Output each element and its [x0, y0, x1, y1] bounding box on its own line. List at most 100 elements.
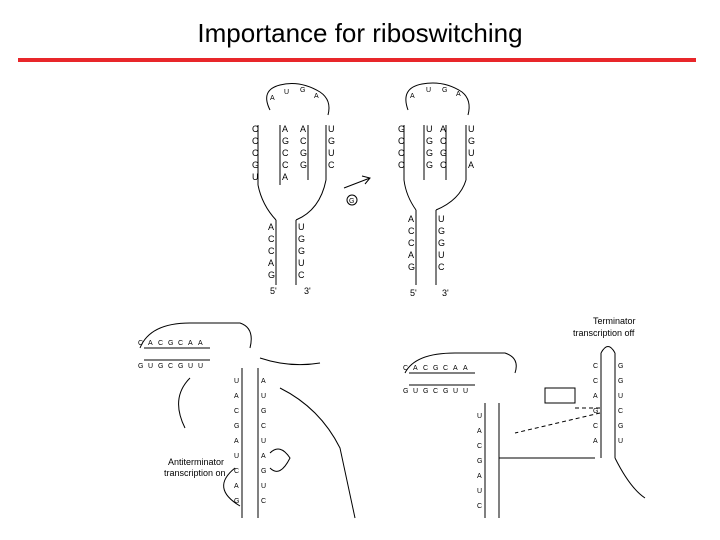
- svg-text:A: A: [456, 91, 461, 98]
- svg-text:U: U: [328, 148, 335, 158]
- svg-text:C: C: [398, 148, 405, 158]
- svg-text:C: C: [593, 363, 598, 370]
- svg-text:C: C: [261, 498, 266, 505]
- left-junction-a: [257, 184, 277, 221]
- svg-text:A: A: [413, 365, 418, 372]
- svg-text:A: A: [261, 453, 266, 460]
- antiterminator-label-2: transcription on: [164, 468, 226, 478]
- svg-text:U: U: [284, 89, 289, 96]
- svg-text:A: A: [593, 438, 598, 445]
- svg-text:C: C: [168, 363, 173, 370]
- svg-text:C: C: [440, 136, 447, 146]
- svg-text:G: G: [398, 124, 405, 134]
- svg-text:G: G: [268, 270, 275, 280]
- svg-text:G: G: [468, 136, 475, 146]
- t-terminator-loop: [600, 346, 616, 354]
- svg-text:C: C: [252, 124, 259, 134]
- svg-text:G: G: [426, 148, 433, 158]
- svg-text:G: G: [426, 160, 433, 170]
- right-arrow-icon: [343, 175, 371, 189]
- svg-text:G: G: [440, 148, 447, 158]
- svg-text:C: C: [282, 148, 289, 158]
- svg-text:G: G: [328, 136, 335, 146]
- svg-text:U: U: [477, 413, 482, 420]
- right-junction-a: [403, 179, 417, 211]
- svg-text:G: G: [618, 423, 623, 430]
- ligand-symbol: G: [349, 198, 354, 205]
- svg-text:U: U: [468, 148, 475, 158]
- t-top-loop: [404, 352, 517, 374]
- svg-text:U: U: [426, 124, 433, 134]
- svg-text:G: G: [261, 408, 266, 415]
- svg-text:A: A: [463, 365, 468, 372]
- svg-text:G: G: [234, 423, 239, 430]
- svg-text:C: C: [423, 365, 428, 372]
- svg-text:U: U: [453, 388, 458, 395]
- svg-text:C: C: [593, 423, 598, 430]
- svg-text:U: U: [261, 393, 266, 400]
- svg-text:A: A: [477, 428, 482, 435]
- svg-text:G: G: [298, 246, 305, 256]
- ligand-circle: [346, 194, 358, 206]
- terminator-label-1: Terminator: [593, 316, 636, 326]
- svg-text:C: C: [593, 378, 598, 385]
- svg-text:C: C: [300, 136, 307, 146]
- svg-text:G: G: [252, 160, 259, 170]
- svg-text:C: C: [178, 340, 183, 347]
- svg-text:A: A: [314, 93, 319, 100]
- svg-text:C: C: [158, 340, 163, 347]
- svg-text:A: A: [282, 124, 288, 134]
- left-end-3-label: 3': [304, 286, 311, 296]
- terminator-label-2: transcription off: [573, 328, 635, 338]
- right-loop-outline: [405, 82, 470, 116]
- svg-text:G: G: [234, 498, 239, 505]
- at-left-arm: [178, 377, 191, 429]
- at-right-hairpin: [259, 357, 321, 366]
- svg-text:U: U: [298, 258, 305, 268]
- svg-text:C: C: [234, 468, 239, 475]
- svg-text:G: G: [618, 378, 623, 385]
- svg-text:C: C: [433, 388, 438, 395]
- svg-text:U: U: [234, 453, 239, 460]
- svg-text:G: G: [300, 87, 305, 94]
- svg-text:A: A: [477, 473, 482, 480]
- t-tail: [614, 457, 646, 499]
- right-end-5-label: 5': [410, 288, 417, 298]
- svg-text:C: C: [252, 148, 259, 158]
- svg-text:C: C: [282, 160, 289, 170]
- svg-text:C: C: [398, 160, 405, 170]
- svg-text:U: U: [234, 378, 239, 385]
- right-end-3-label: 3': [442, 288, 449, 298]
- svg-text:C: C: [408, 226, 415, 236]
- svg-text:U: U: [463, 388, 468, 395]
- svg-text:A: A: [234, 438, 239, 445]
- svg-text:U: U: [328, 124, 335, 134]
- svg-text:U: U: [438, 250, 445, 260]
- svg-text:A: A: [270, 95, 275, 102]
- svg-text:G: G: [261, 468, 266, 475]
- svg-text:G: G: [423, 388, 428, 395]
- t-dashed-arrow-1: [514, 412, 601, 434]
- svg-text:C: C: [408, 238, 415, 248]
- svg-text:U: U: [413, 388, 418, 395]
- svg-text:A: A: [468, 160, 474, 170]
- antiterminator-label-1: Antiterminator: [168, 457, 224, 467]
- svg-text:A: A: [593, 393, 598, 400]
- svg-text:A: A: [408, 250, 414, 260]
- svg-text:G: G: [433, 365, 438, 372]
- at-right-tail: [279, 387, 356, 519]
- svg-text:C: C: [443, 365, 448, 372]
- svg-text:U: U: [477, 488, 482, 495]
- left-end-5-label: 5': [270, 286, 277, 296]
- svg-text:U: U: [261, 483, 266, 490]
- svg-text:C: C: [138, 340, 143, 347]
- svg-text:G: G: [477, 458, 482, 465]
- svg-text:C: C: [268, 246, 275, 256]
- svg-text:C: C: [261, 423, 266, 430]
